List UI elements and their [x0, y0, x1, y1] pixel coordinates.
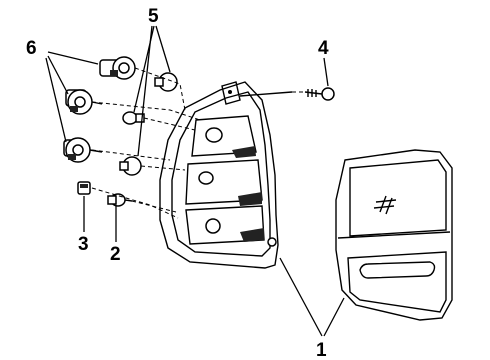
socket-middle	[65, 89, 103, 115]
callout-6: 6	[26, 38, 37, 59]
assembly-lines	[91, 67, 305, 219]
bulb-middle	[122, 111, 145, 125]
bulb-wedge	[77, 181, 91, 195]
callout-1: 1	[316, 340, 327, 360]
lens-emblem	[373, 195, 397, 215]
bulb-lower	[119, 156, 142, 176]
bulb-upper	[154, 72, 178, 92]
socket-lower	[63, 137, 103, 163]
lamp-housing	[159, 81, 293, 269]
callout-3: 3	[78, 234, 89, 255]
socket-top	[99, 56, 136, 80]
callout-4: 4	[318, 38, 329, 59]
callout-2: 2	[110, 244, 121, 265]
screw	[304, 87, 335, 101]
leader-lines	[45, 25, 345, 337]
lamp-lens	[335, 149, 453, 321]
callout-5: 5	[148, 6, 159, 27]
